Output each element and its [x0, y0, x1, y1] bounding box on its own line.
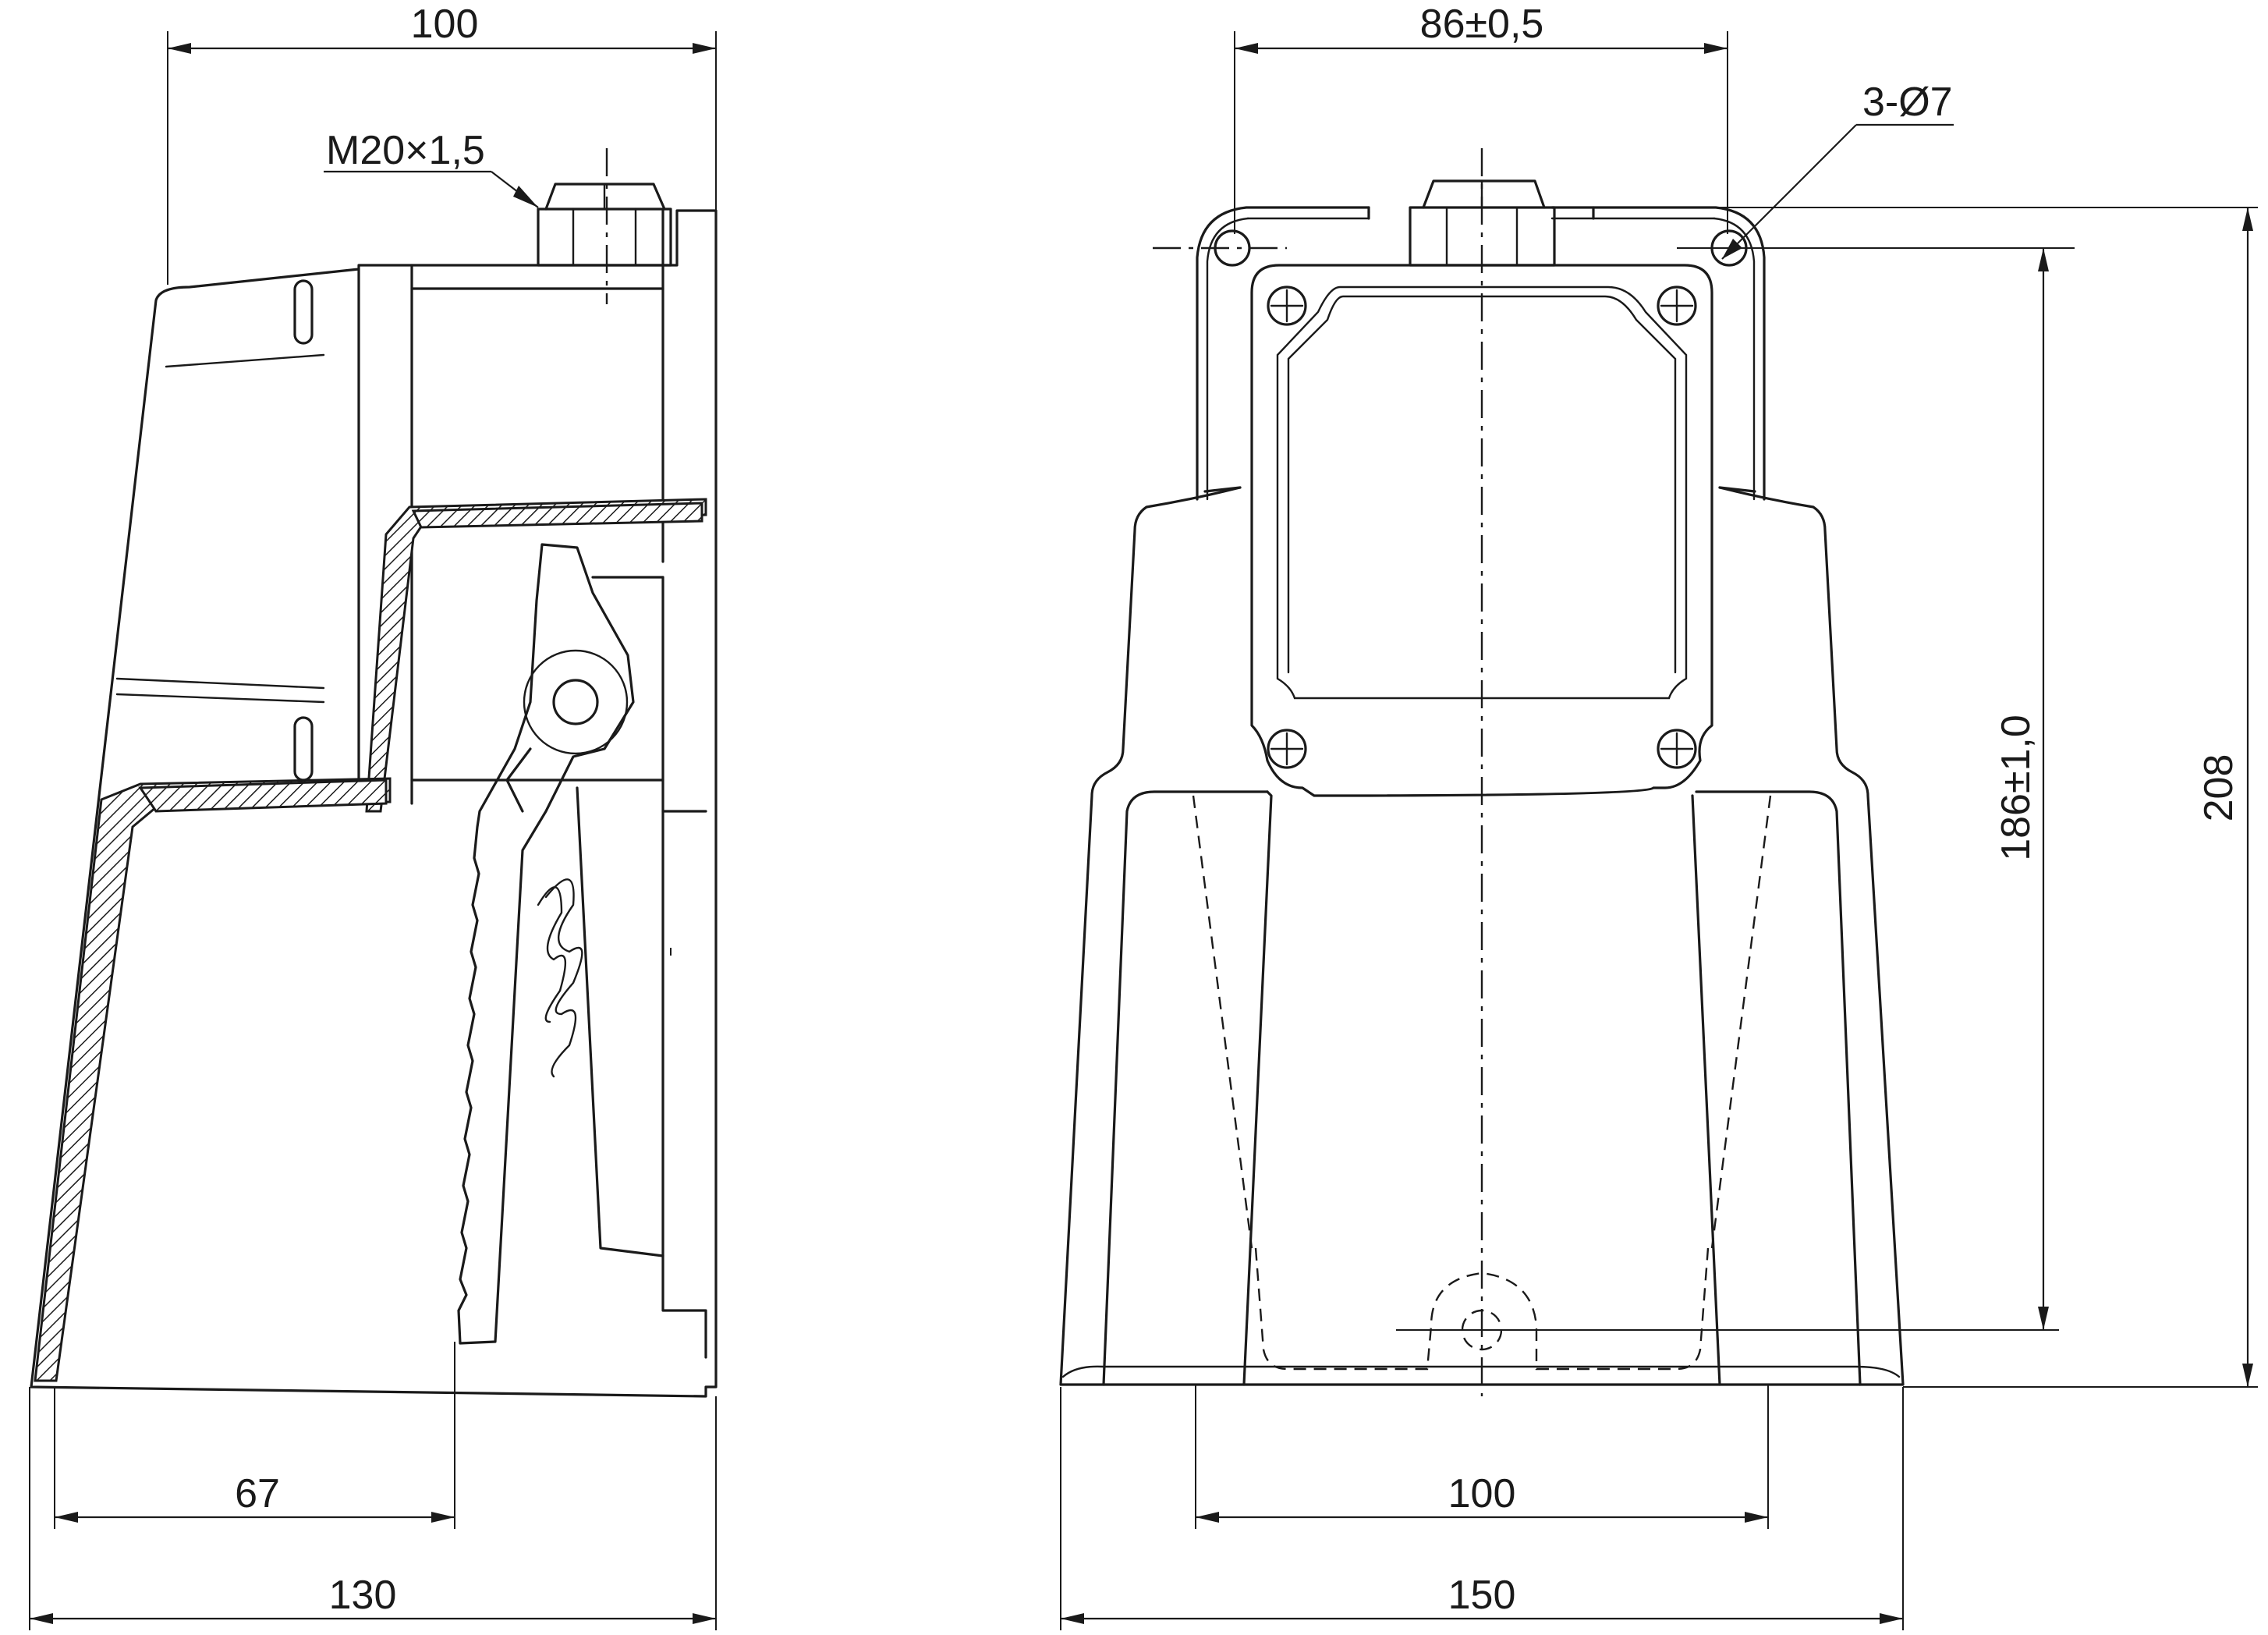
- cover-plate: [1250, 264, 1713, 797]
- hidden-edge: [1192, 795, 1772, 1249]
- lever-hook: [505, 747, 532, 813]
- front-inner-wall-left: [1242, 790, 1273, 1386]
- housing-inner-line: [576, 786, 664, 1257]
- dim-front-inner-width: 100: [1448, 1471, 1516, 1516]
- front-base-lip: [1061, 1365, 1901, 1378]
- cover-section-hatch: [34, 777, 392, 1382]
- front-leg-left: [1102, 790, 1269, 1386]
- front-leg-right: [1695, 790, 1862, 1386]
- upper-section-hatch: [365, 498, 707, 813]
- front-top-housing-inner: [1206, 217, 1249, 501]
- front-view: [1059, 148, 2075, 1396]
- dim-front-height: 208: [2196, 754, 2241, 822]
- side-view: [30, 148, 718, 1398]
- side-housing-outline: [30, 209, 718, 1398]
- pedal-lever: [457, 543, 635, 1345]
- return-spring: [544, 878, 583, 1078]
- dim-front-holes: 3-Ø7: [1862, 80, 1953, 125]
- front-dimensions: 86±0,5 3-Ø7 186±1,0 208 100 150: [1060, 2, 2258, 1630]
- dim-side-overall-width: 130: [329, 1573, 397, 1618]
- side-slot: [293, 716, 314, 782]
- hidden-bottom-hole: [1254, 1247, 1710, 1371]
- dim-front-hole-distance: 186±1,0: [1993, 715, 2039, 861]
- pivot-boss: [523, 649, 629, 755]
- return-spring-inner: [537, 886, 567, 1023]
- dim-thread: M20×1,5: [326, 128, 485, 173]
- side-dimensions: 100 M20×1,5 67 130: [29, 2, 717, 1630]
- side-slot: [293, 279, 314, 345]
- dim-side-top-width: 100: [411, 2, 479, 47]
- front-inner-wall-right: [1691, 794, 1721, 1386]
- cover-screws: [1267, 286, 1697, 769]
- dim-front-overall-width: 150: [1448, 1573, 1516, 1618]
- housing-inner-line: [661, 576, 707, 1359]
- front-top-housing-inner: [1713, 217, 1756, 501]
- cable-gland: [537, 183, 672, 267]
- housing-rib: [165, 353, 325, 368]
- cover-inner-frame-2: [1287, 295, 1677, 674]
- pivot-pin: [552, 679, 599, 725]
- housing-rib: [115, 677, 325, 690]
- cover-inner-frame: [1276, 286, 1688, 700]
- front-top-housing: [1196, 206, 1766, 501]
- dim-front-hole-spacing: 86±0,5: [1420, 2, 1544, 47]
- housing-rib: [115, 693, 325, 704]
- upper-bar-hatch: [411, 502, 703, 529]
- cover-bar-hatch: [138, 778, 388, 813]
- dim-side-pedal-width: 67: [235, 1471, 280, 1516]
